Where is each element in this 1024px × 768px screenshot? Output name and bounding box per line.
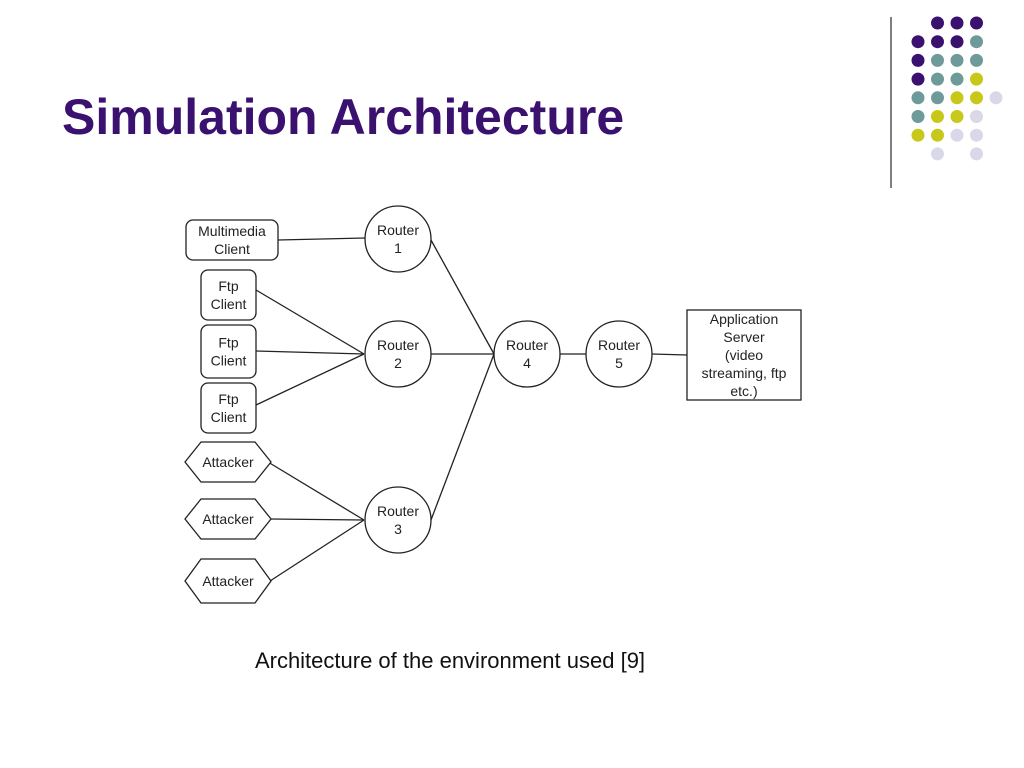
decoration-dot: [970, 16, 983, 30]
decoration-dot: [950, 35, 964, 49]
attacker-hexagon: [184, 441, 272, 483]
client-box: [185, 219, 279, 261]
edge-r5-app_server: [651, 353, 688, 356]
decoration-dot: [950, 128, 964, 142]
router-circle: [585, 320, 653, 388]
edge-att2-r3: [269, 518, 365, 521]
node-att3: Attacker: [184, 558, 272, 604]
slide-title: Simulation Architecture: [62, 89, 625, 145]
node-label: Router: [598, 337, 640, 353]
node-label: 4: [523, 355, 531, 371]
decoration-dot: [911, 72, 925, 86]
node-label: etc.): [730, 383, 757, 399]
edge-r3-r4: [430, 353, 495, 521]
node-label: 2: [394, 355, 402, 371]
decoration-dot: [950, 16, 964, 30]
server-box: [686, 309, 802, 401]
decoration-dot: [931, 35, 944, 49]
router-circle: [493, 320, 561, 388]
node-r5: Router 5: [585, 320, 653, 388]
node-label: Multimedia: [198, 223, 266, 239]
decoration-dot: [911, 53, 925, 67]
decoration-dot: [911, 91, 925, 105]
decoration-dot: [970, 128, 983, 142]
node-label: Attacker: [202, 454, 254, 470]
decoration-dot: [950, 53, 964, 67]
edge-r1-r4: [430, 239, 495, 355]
decoration-dot: [970, 91, 983, 105]
node-label: Application: [710, 311, 779, 327]
edges: [255, 237, 688, 582]
node-label: Client: [214, 241, 250, 257]
decoration-dot: [931, 72, 944, 86]
node-label: Server: [723, 329, 765, 345]
decoration-dot: [950, 110, 964, 123]
edge-mm_client-r1: [277, 237, 366, 241]
decoration-dot: [911, 128, 925, 142]
node-label: Router: [506, 337, 548, 353]
decoration-dot: [970, 110, 983, 123]
node-label: 1: [394, 240, 402, 256]
decoration-dot: [931, 110, 944, 123]
diagram-caption: Architecture of the environment used [9]: [254, 648, 646, 673]
decoration-dot: [950, 72, 964, 86]
node-att2: Attacker: [184, 498, 272, 540]
node-label: Router: [377, 337, 419, 353]
node-r4: Router 4: [493, 320, 561, 388]
decoration-dot: [931, 147, 944, 161]
decoration-dot: [931, 53, 944, 67]
decoration-dot: [970, 147, 983, 161]
decoration-dot: [950, 91, 964, 105]
decoration-dot: [989, 91, 1003, 105]
client-box: [200, 382, 257, 434]
edge-ftp3-r2: [255, 353, 365, 406]
decoration-dot: [931, 91, 944, 105]
decoration-dot: [970, 35, 983, 49]
node-label: Client: [211, 296, 247, 312]
edge-att1-r3: [267, 461, 365, 521]
node-label: Router: [377, 503, 419, 519]
node-label: Client: [211, 353, 247, 369]
corner-dot-decoration: [890, 16, 1003, 188]
node-label: 3: [394, 521, 402, 537]
decoration-dot: [911, 110, 925, 123]
node-r3: Router 3: [364, 486, 432, 554]
node-label: Ftp: [218, 278, 238, 294]
node-att1: Attacker: [184, 441, 272, 483]
node-r1: Router 1: [364, 205, 432, 273]
edge-att3-r3: [269, 519, 365, 582]
edge-ftp1-r2: [255, 289, 365, 355]
attacker-hexagon: [184, 558, 272, 604]
router-circle: [364, 320, 432, 388]
node-label: Ftp: [218, 335, 238, 351]
client-box: [200, 324, 257, 379]
decoration-dot: [970, 72, 983, 86]
edge-ftp2-r2: [255, 350, 365, 355]
attacker-hexagon: [184, 498, 272, 540]
node-label: Router: [377, 222, 419, 238]
node-label: streaming, ftp: [702, 365, 787, 381]
decoration-dot: [931, 16, 944, 30]
router-circle: [364, 486, 432, 554]
nodes: MultimediaClientFtpClientFtpClientFtpCli…: [184, 205, 802, 604]
decoration-dot: [911, 35, 925, 49]
node-label: Client: [211, 409, 247, 425]
router-circle: [364, 205, 432, 273]
node-label: Attacker: [202, 573, 254, 589]
node-label: (video: [725, 347, 763, 363]
decoration-dot: [931, 128, 944, 142]
node-label: Attacker: [202, 511, 254, 527]
node-label: 5: [615, 355, 623, 371]
decoration-dot: [970, 53, 983, 67]
node-label: Ftp: [218, 391, 238, 407]
node-r2: Router 2: [364, 320, 432, 388]
client-box: [200, 269, 257, 321]
